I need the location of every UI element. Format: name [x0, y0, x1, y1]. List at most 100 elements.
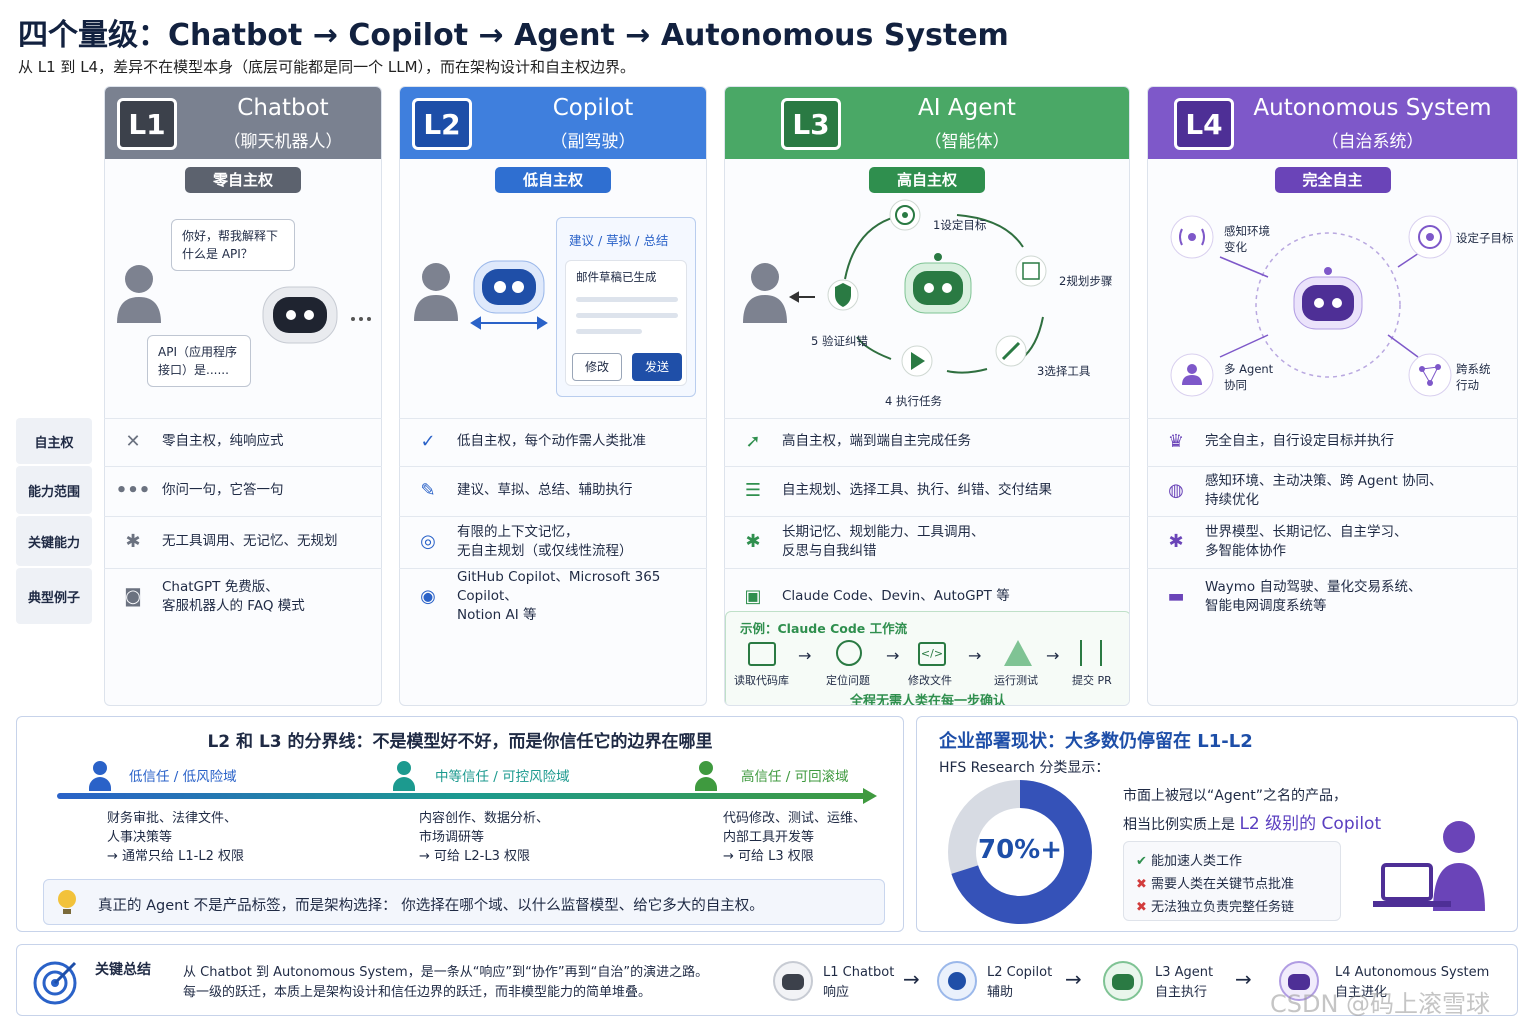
- cell-text: 低自主权，每个动作需人类批准: [457, 433, 646, 449]
- globe-icon: ◍: [1168, 480, 1184, 501]
- cell-text: Waymo 自动驾驶、量化交易系统、 智能电网调度系统等: [1205, 578, 1422, 614]
- cell-text: Claude Code、Devin、AutoGPT 等: [782, 588, 1010, 604]
- person-icon: [89, 761, 111, 805]
- flask-icon: [1004, 640, 1032, 666]
- l2-illustration: [414, 260, 548, 330]
- robot-icon: [262, 286, 338, 344]
- example-step: 运行测试: [994, 674, 1038, 687]
- cell-text: 世界模型、长期记忆、自主学习、 多智能体协作: [1205, 523, 1408, 559]
- pencil-icon: ✎: [420, 480, 436, 501]
- git-pr-icon: [1080, 640, 1102, 666]
- chain-l3-agent-icon: [1103, 961, 1143, 1001]
- level-code: L4: [1174, 98, 1234, 150]
- chain-step-role: 辅助: [987, 985, 1014, 1000]
- edit-button[interactable]: 修改: [572, 353, 622, 381]
- cell-text: 长期记忆、规划能力、工具调用、 反思与自我纠错: [782, 523, 985, 559]
- check-item: ✖ 需要人类在关键节点批准: [1136, 873, 1294, 892]
- autonomy-pill: 零自主权: [184, 167, 302, 193]
- arrow-icon: →: [968, 646, 982, 665]
- arrow-icon: →: [1235, 967, 1252, 991]
- chain-l1-robot-icon: [773, 961, 813, 1001]
- example-title: 示例：Claude Code 工作流: [740, 621, 908, 636]
- level-subname: （智能体）: [924, 132, 1010, 152]
- level-subname: （自治系统）: [1321, 132, 1424, 152]
- row-label-autonomy: 自主权: [16, 418, 92, 464]
- example-footnote: 全程无需人类在每一步确认: [849, 694, 1006, 706]
- draft-line: [576, 313, 678, 318]
- user-icon: [743, 263, 787, 323]
- bot-bubble: API（应用程序 接口）是......: [147, 335, 251, 387]
- level-name: Autonomous System: [1253, 95, 1492, 121]
- chain-l2-copilot-icon: [937, 961, 977, 1001]
- loop-step-1: 1设定目标: [933, 218, 987, 232]
- chain-step-role: 响应: [823, 985, 850, 1000]
- check-item-text: 需要人类在关键节点批准: [1151, 877, 1295, 892]
- trust-spectrum-bar: [57, 793, 873, 799]
- robot-icon: [473, 260, 545, 314]
- cell-text: ChatGPT 免费版、 客服机器人的 FAQ 模式: [162, 578, 305, 614]
- table-cell: ▣Claude Code、Devin、AutoGPT 等: [724, 568, 1130, 624]
- example-workflow-panel: 示例：Claude Code 工作流 → → </> → → 读取代码库 定位问…: [725, 611, 1129, 706]
- level-name: Copilot: [552, 95, 634, 121]
- context-icon: ◎: [420, 531, 436, 552]
- send-button[interactable]: 发送: [632, 353, 682, 381]
- autonomy-pill: 高自主权: [868, 167, 986, 193]
- level-header: L3 AI Agent （智能体）: [725, 87, 1129, 159]
- trust-zone-desc: 内容创作、数据分析、 市场调研等 → 可给 L2-L3 权限: [419, 811, 550, 864]
- list-icon: ☰: [744, 480, 762, 501]
- laptop-user-icon: [1373, 821, 1485, 911]
- wrench-icon: [995, 335, 1027, 367]
- check-item: ✔ 能加速人类工作: [1136, 850, 1242, 869]
- chat-bubble-icon: •••: [115, 480, 151, 501]
- chain-step: L1 Chatbot 响应: [823, 963, 894, 1003]
- row-label-capability: 关键能力: [16, 516, 92, 566]
- table-cell: ✱长期记忆、规划能力、工具调用、 反思与自我纠错: [724, 516, 1130, 566]
- level-header: L1 Chatbot （聊天机器人）: [105, 87, 381, 159]
- table-cell: ◙ChatGPT 免费版、 客服机器人的 FAQ 模式: [104, 568, 382, 624]
- cell-text: 完全自主，自行设定目标并执行: [1205, 433, 1394, 449]
- table-cell: ♛ 完全自主，自行设定目标并执行: [1147, 418, 1518, 464]
- person-icon: [695, 761, 717, 805]
- ellipsis-icon: [351, 317, 371, 321]
- autonomous-system-diagram: [1170, 215, 1452, 397]
- level-subname: （副驾驶）: [550, 132, 636, 152]
- trust-zone-label: 中等信任 / 可控风险域: [435, 769, 570, 785]
- shield-check-icon: [827, 279, 859, 311]
- arrow-icon: →: [1046, 646, 1060, 665]
- node-label: 感知环境 变化: [1224, 224, 1270, 254]
- draft-card: 邮件草稿已生成 修改 发送: [565, 260, 687, 386]
- lightbulb-icon: [56, 890, 78, 914]
- page-title: 四个量级：Chatbot → Copilot → Agent → Autonom…: [18, 18, 1009, 53]
- example-step: 定位问题: [826, 674, 870, 687]
- table-cell: ✱无工具调用、无记忆、无规划: [104, 516, 382, 566]
- chain-step-name: L1 Chatbot: [823, 965, 895, 980]
- enterprise-claim: 相当比例实质上是 L2 级别的 Copilot: [1123, 809, 1381, 834]
- summary-label: 关键总结: [95, 962, 151, 978]
- check-item: ✖ 无法独立负责完整任务链: [1136, 896, 1294, 915]
- brain-icon: ✱: [125, 531, 141, 552]
- chain-step-name: L4 Autonomous System: [1335, 965, 1490, 980]
- level-code: L3: [781, 98, 841, 150]
- example-step: 修改文件: [908, 674, 952, 687]
- arrow-left-icon: [788, 291, 815, 303]
- loop-step-2: 2规划步骤: [1059, 274, 1113, 288]
- donut-chart: [948, 780, 1092, 924]
- example-steps-row: → → </> → →: [726, 640, 1129, 676]
- cell-text: 建议、草拟、总结、辅助执行: [457, 482, 633, 498]
- target-icon: [33, 961, 77, 1005]
- arrow-icon: →: [903, 967, 920, 991]
- level-column-l3: L3 AI Agent （智能体） 高自主权 1设定目标 2规划步骤 3选择工具…: [724, 86, 1130, 706]
- level-subname: （聊天机器人）: [223, 132, 343, 152]
- row-label-scope: 能力范围: [16, 466, 92, 514]
- target-icon: [889, 199, 921, 231]
- panel-title: 建议 / 草拟 / 总结: [569, 233, 669, 248]
- trust-title: L2 和 L3 的分界线：不是模型好不好，而是你信任它的边界在哪里: [207, 732, 713, 752]
- double-arrow-icon: [470, 316, 548, 330]
- cell-text: 高自主权，端到端自主完成任务: [782, 433, 971, 449]
- rocket-icon: ➚: [745, 431, 761, 452]
- app-icon: ◉: [420, 586, 436, 607]
- level-column-l1: L1 Chatbot （聊天机器人） 零自主权 你好，帮我解释下 什么是 API…: [104, 86, 382, 706]
- enterprise-claim: 市面上被冠以“Agent”之名的产品，: [1123, 788, 1347, 804]
- crown-icon: ♛: [1167, 431, 1185, 452]
